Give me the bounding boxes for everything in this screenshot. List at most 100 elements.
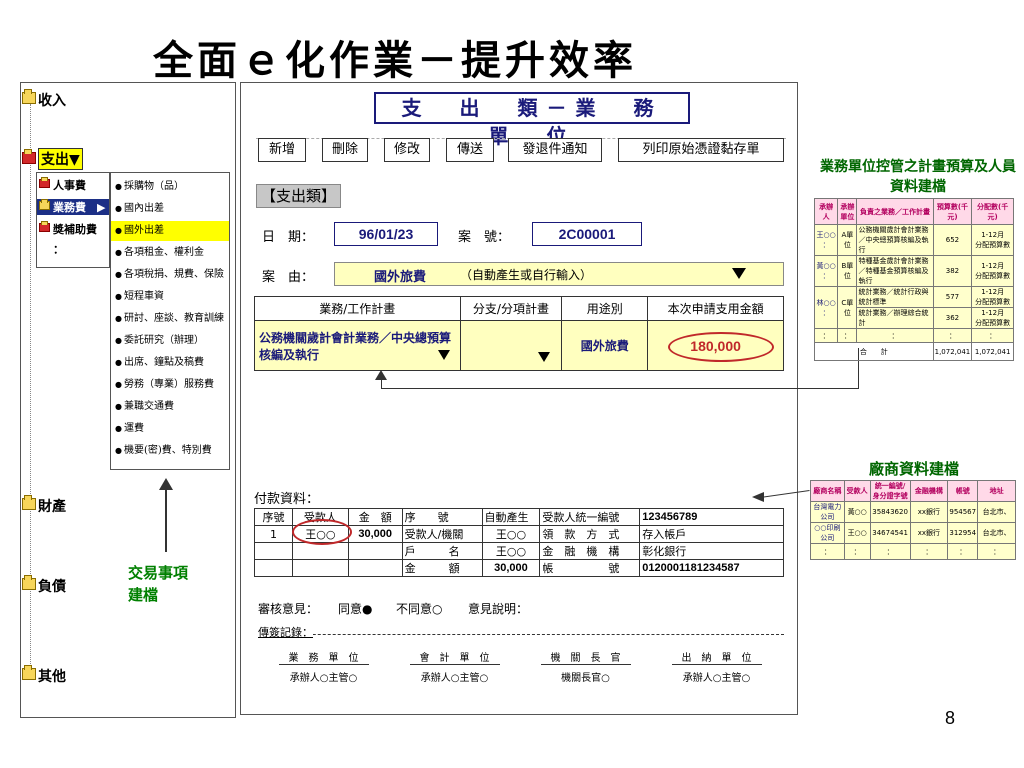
tree-item-expense[interactable]: 支出▼ <box>38 148 83 170</box>
dropdown-arrow-icon[interactable] <box>438 350 450 361</box>
return-notice-button[interactable]: 發退件通知 <box>508 138 602 162</box>
table-cell[interactable]: 0120001181234587 <box>639 559 784 577</box>
list-item[interactable]: 短程車資 <box>111 287 229 307</box>
plan-cell[interactable]: 公務機關歲計會計業務／中央總預算核編及執行 <box>254 320 461 371</box>
section-label: 【支出類】 <box>256 184 342 208</box>
budget-plan-table: 業務/工作計畫 分支/分項計畫 用途別 本次申請支用金額 公務機關歲計會計業務／… <box>254 296 784 371</box>
table-cell[interactable]: 王○○ <box>481 542 541 560</box>
list-item[interactable]: 委託研究（辦理） <box>111 331 229 351</box>
table-cell: 1 <box>254 525 293 543</box>
case-number-field[interactable]: 2C00001 <box>532 222 642 246</box>
slide-title: 全面ｅ化作業－提升效率 <box>153 37 637 84</box>
total-allocation: 1,072,041 <box>971 342 1014 361</box>
list-item[interactable]: 各項租金、權利金 <box>111 243 229 263</box>
list-item[interactable]: 勞務（專業）服務費 <box>111 375 229 395</box>
tree-item-income[interactable]: 收入 <box>38 93 66 109</box>
sign-column-header: 機 關 長 官 <box>520 646 651 666</box>
table-cell: 1-12月分配預算數 <box>971 255 1014 287</box>
table-cell <box>254 542 293 560</box>
list-item-selected[interactable]: 國外出差 <box>111 221 229 241</box>
column-header: 業務/工作計畫 <box>254 296 461 321</box>
sign-cell[interactable]: 承辦人○主管○ <box>682 672 751 684</box>
connector-line <box>381 378 382 388</box>
dropdown-arrow-icon[interactable] <box>732 268 746 280</box>
tax-id-value[interactable]: 123456789 <box>639 508 784 526</box>
connector-line <box>858 348 859 388</box>
table-cell: 312954 <box>947 522 979 544</box>
column-header: 廠商名稱 <box>810 480 845 502</box>
send-button[interactable]: 傳送 <box>446 138 494 162</box>
table-cell: ： <box>843 543 871 560</box>
expense-form-panel <box>240 82 798 715</box>
table-cell: 黃○○ <box>843 501 871 523</box>
sign-off-table: 業 務 單 位 會 計 單 位 機 關 長 官 出 納 單 位 承辦人○主管○ … <box>258 646 782 686</box>
list-item[interactable]: 各項稅捐、規費、保險 <box>111 265 229 285</box>
list-item[interactable]: 研討、座談、教育訓練 <box>111 309 229 329</box>
table-cell: ： <box>869 543 911 560</box>
amount-highlight-ellipse <box>668 332 774 362</box>
sign-cell[interactable]: 承辦人○主管○ <box>420 672 489 684</box>
table-cell: 1-12月分配預算數 <box>971 286 1014 308</box>
tree-item-other[interactable]: 其他 <box>38 669 66 685</box>
list-item[interactable]: 國內出差 <box>111 199 229 219</box>
budget-inset-title: 業務單位控管之計畫預算及人員資料建檔 <box>820 159 1016 195</box>
purpose-cell[interactable]: 國外旅費 <box>561 320 649 371</box>
table-cell: 受款人/機關 <box>401 525 483 543</box>
edit-button[interactable]: 修改 <box>384 138 430 162</box>
dropdown-arrow-icon[interactable] <box>538 352 550 363</box>
table-cell: 帳 號 <box>539 559 641 577</box>
table-cell[interactable]: 30,000 <box>481 559 541 577</box>
table-cell: 1-12月分配預算數 <box>971 224 1014 256</box>
reason-label: 案 由： <box>262 270 315 285</box>
reason-dropdown[interactable] <box>334 262 784 286</box>
agree-radio[interactable]: 同意● <box>338 602 373 616</box>
disagree-radio[interactable]: 不同意○ <box>396 602 443 616</box>
review-label: 審核意見： <box>258 602 319 616</box>
table-cell: 林○○： <box>813 286 839 329</box>
table-cell: ： <box>947 543 979 560</box>
sign-cell[interactable]: 承辦人○主管○ <box>289 672 358 684</box>
list-item[interactable]: 出席、鐘點及稿費 <box>111 353 229 373</box>
list-item[interactable]: 兼職交通費 <box>111 397 229 417</box>
submenu-item-personnel[interactable]: 人事費 <box>37 177 109 193</box>
table-cell[interactable]: 30,000 <box>347 525 403 543</box>
add-button[interactable]: 新增 <box>258 138 306 162</box>
tree-item-liability[interactable]: 負債 <box>38 579 66 595</box>
table-cell: 382 <box>932 255 973 287</box>
submenu-item-business[interactable]: 業務費 ▶ <box>37 199 109 215</box>
list-item[interactable]: 運費 <box>111 419 229 439</box>
table-cell: 公務機關歲計會計業務／中央總預算核編及執行 <box>856 224 934 256</box>
total-label: 合 計 <box>814 342 934 361</box>
date-field[interactable]: 96/01/23 <box>334 222 438 246</box>
table-cell: ： <box>977 543 1016 560</box>
print-voucher-button[interactable]: 列印原始憑證黏存單 <box>618 138 784 162</box>
folder-icon <box>22 89 36 104</box>
table-cell <box>291 559 349 577</box>
column-header: 受款人統一編號 <box>539 508 641 526</box>
sign-column-header: 業 務 單 位 <box>258 646 389 666</box>
table-cell: 台北市、 <box>977 522 1016 544</box>
column-header: 自動產生 <box>481 508 541 526</box>
vendor-inset-title: 廠商資料建檔 <box>868 460 959 478</box>
list-item[interactable]: 採購物（品） <box>111 177 229 197</box>
table-cell: B單位 <box>837 255 858 287</box>
table-cell <box>291 542 349 560</box>
table-cell[interactable]: 彰化銀行 <box>639 542 784 560</box>
folder-icon <box>22 665 36 680</box>
table-cell: 領 款 方 式 <box>539 525 641 543</box>
left-arrow-icon <box>752 492 764 502</box>
delete-button[interactable]: 刪除 <box>322 138 368 162</box>
table-cell: C單位 <box>837 286 858 329</box>
table-cell[interactable]: 存入帳戶 <box>639 525 784 543</box>
sign-cell[interactable]: 機關長官○ <box>561 672 610 684</box>
list-item[interactable]: 機要(密)費、特別費 <box>111 441 229 461</box>
sign-column-header: 會 計 單 位 <box>389 646 520 666</box>
table-cell[interactable]: 王○○ <box>481 525 541 543</box>
tree-item-property[interactable]: 財產 <box>38 499 66 515</box>
submenu-item-subsidy[interactable]: 獎補助費 <box>37 221 109 237</box>
table-cell: 362 <box>932 307 973 329</box>
tree-connector-line <box>30 104 31 678</box>
table-cell <box>347 542 403 560</box>
sub-plan-cell[interactable] <box>459 320 563 371</box>
table-cell: ： <box>856 328 934 343</box>
